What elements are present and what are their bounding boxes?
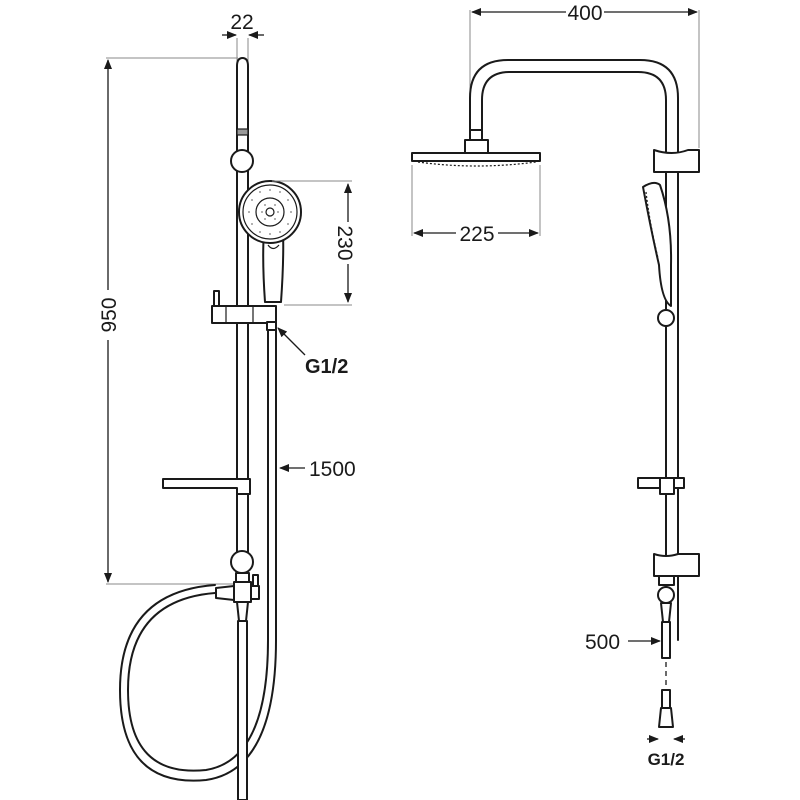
hand-shower bbox=[238, 180, 302, 303]
left-front-view: 22 950 bbox=[98, 11, 356, 800]
label-22: 22 bbox=[230, 11, 253, 34]
upper-bracket bbox=[653, 149, 700, 173]
dimension-total-height: 950 bbox=[98, 57, 238, 585]
connection-pipe bbox=[661, 621, 671, 659]
dimension-arm-reach: 400 bbox=[469, 2, 700, 148]
rain-shower-head bbox=[411, 129, 541, 167]
label-g12-inlet: G1/2 bbox=[648, 750, 685, 769]
slider-holder bbox=[211, 290, 277, 331]
soap-dish-side bbox=[637, 477, 685, 495]
dimension-hand-shower-length: 230 bbox=[272, 180, 356, 306]
side-knob bbox=[657, 309, 675, 327]
soap-dish bbox=[162, 478, 251, 495]
label-1500: 1500 bbox=[309, 458, 356, 481]
rail-band bbox=[236, 128, 249, 136]
diverter-valve bbox=[215, 572, 260, 622]
dimension-head-diameter: 225 bbox=[411, 165, 541, 246]
label-225: 225 bbox=[459, 223, 494, 246]
inlet-fitting bbox=[658, 707, 674, 728]
dimension-rail-width: 22 bbox=[222, 11, 264, 62]
leader-hand-shower-thread bbox=[277, 327, 306, 356]
dimension-inlet-thread: G1/2 bbox=[647, 735, 685, 769]
lower-bracket bbox=[653, 553, 700, 577]
overhead-arm bbox=[469, 59, 679, 641]
shower-hose bbox=[127, 329, 269, 772]
rail-bottom-knob bbox=[230, 550, 254, 574]
label-230: 230 bbox=[333, 225, 356, 260]
label-950: 950 bbox=[98, 297, 121, 332]
label-g12-hand-shower: G1/2 bbox=[305, 356, 348, 378]
pipe-end bbox=[661, 689, 671, 709]
rail-top-knob bbox=[230, 149, 254, 173]
right-side-view: 400 225 bbox=[411, 2, 700, 769]
spray-nozzles bbox=[248, 189, 292, 235]
label-400: 400 bbox=[567, 2, 602, 25]
label-500: 500 bbox=[585, 631, 620, 654]
supply-pipe bbox=[237, 620, 248, 800]
diverter-side bbox=[657, 575, 675, 623]
